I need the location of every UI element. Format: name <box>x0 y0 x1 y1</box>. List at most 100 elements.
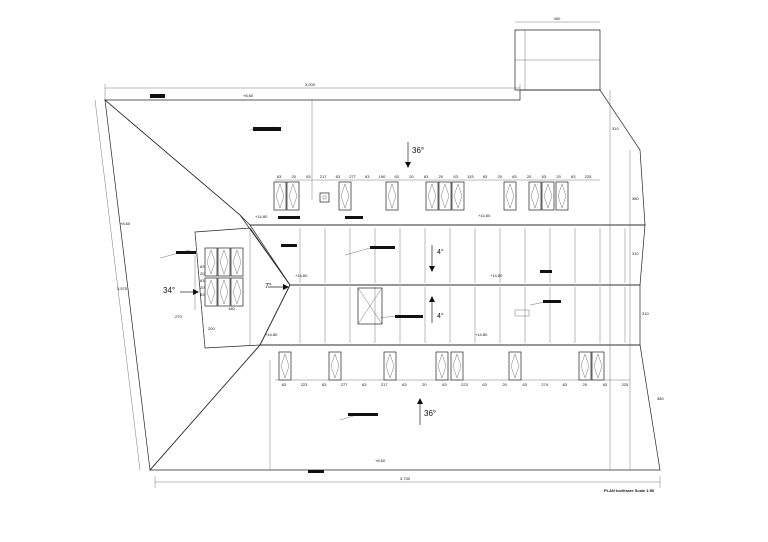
dim-label: 63 <box>200 292 205 297</box>
dim-label: 63 <box>365 174 370 179</box>
skylight <box>578 351 592 381</box>
skylight <box>217 247 231 277</box>
skylight <box>438 181 452 211</box>
dim-label: 277 <box>341 382 348 387</box>
skylight <box>383 351 397 381</box>
dim-label: 277 <box>349 174 356 179</box>
dim-chimney: 400 <box>554 16 561 21</box>
level-flat-right-low: +14.80 <box>475 332 488 337</box>
skylight <box>451 181 465 211</box>
skylight <box>204 277 218 307</box>
dim-label: 63 <box>362 382 367 387</box>
dim-label: 63 <box>282 382 287 387</box>
level-bottom-eave: +8.60 <box>375 458 386 463</box>
dim-left-side: 3,575 <box>117 286 128 291</box>
skylight <box>508 351 522 381</box>
left-diag-dims: 270 160 200 <box>175 306 235 331</box>
dim-label: 63 <box>563 382 568 387</box>
skylight <box>385 181 399 211</box>
overall-dims: 3,200 3,730 400 3,575 310 380 310 310 38… <box>117 16 664 481</box>
dim-label: 63 <box>522 382 527 387</box>
dim-label: 20 <box>583 382 588 387</box>
dim-label: 63 <box>483 174 488 179</box>
flue-icon <box>319 192 330 203</box>
dim-label: 225 <box>622 382 629 387</box>
skylight <box>435 351 449 381</box>
dim-label: 20 <box>439 174 444 179</box>
flat-roof-boards <box>299 228 626 343</box>
slope-arrows <box>180 142 435 425</box>
dim-label: 20 <box>527 174 532 179</box>
dim-right-3: 310 <box>642 311 649 316</box>
dim-left-diag-1: 160 <box>228 306 235 311</box>
dim-left-diag-0: 270 <box>175 314 182 319</box>
dim-label: 63 <box>442 382 447 387</box>
level-labels: +8.60 +8.60 +8.60 +14.80 +14.60 +14.80 +… <box>120 93 503 463</box>
callout-tags <box>150 94 561 473</box>
dim-label: 133 <box>467 174 474 179</box>
dim-label: 63 <box>603 382 608 387</box>
dim-label: 20 <box>200 285 205 290</box>
dim-label: 20 <box>497 174 502 179</box>
dim-label: 223 <box>461 382 468 387</box>
dim-label: 63 <box>571 174 576 179</box>
skylight-windows <box>204 181 605 381</box>
dim-label: 63 <box>394 174 399 179</box>
dim-label: 63 <box>512 174 517 179</box>
pitch-label-flat-upper: 4° <box>437 248 444 256</box>
dim-label: 20 <box>291 174 296 179</box>
dim-label: 63 <box>453 174 458 179</box>
dim-label: 63 <box>200 278 205 283</box>
dim-label: 63 <box>200 264 205 269</box>
skylight <box>278 351 292 381</box>
dim-right-4: 380 <box>657 396 664 401</box>
dim-label: 20 <box>556 174 561 179</box>
dim-label: 63 <box>336 174 341 179</box>
skylight <box>425 181 439 211</box>
level-flat-right: +14.80 <box>490 273 503 278</box>
dim-label: 190 <box>379 174 386 179</box>
dim-label: 20 <box>422 382 427 387</box>
dim-label: 20 <box>502 382 507 387</box>
title-block: PLAN tovillsare Scale 1:50 <box>604 488 655 493</box>
skylight <box>503 181 517 211</box>
roof-hatch <box>357 287 383 325</box>
dim-label: 63 <box>482 382 487 387</box>
lower-roof-slope <box>149 344 661 471</box>
level-top-eave: +8.60 <box>243 93 254 98</box>
dim-label: 63 <box>542 174 547 179</box>
dim-label: 63 <box>277 174 282 179</box>
pitch-label-upper: 36° <box>412 146 424 155</box>
dim-label: 20 <box>409 174 414 179</box>
dim-right-2: 310 <box>632 251 639 256</box>
flat-roof-upper <box>249 224 646 286</box>
pitch-label-dormer: 7° <box>265 282 272 290</box>
top-window-dims: 63 20 63 217 63 277 63 190 63 20 63 20 63 133 63 20 63 20… <box>277 174 592 179</box>
dimension-lines <box>94 21 661 488</box>
skylight <box>450 351 464 381</box>
pitch-label-lower: 36° <box>424 409 436 418</box>
dim-label: 63 <box>322 382 327 387</box>
skylight <box>338 181 352 211</box>
pitch-label-left: 34° <box>163 286 175 295</box>
dim-left-diag-2: 200 <box>208 326 215 331</box>
dim-label: 63 <box>402 382 407 387</box>
upper-roof-slope <box>104 89 646 226</box>
level-ridge-mid: +14.60 <box>295 273 308 278</box>
dim-label: 223 <box>301 382 308 387</box>
dim-label: 217 <box>381 382 388 387</box>
skylight <box>273 181 287 211</box>
chimney-block <box>514 29 601 91</box>
dim-label: 274 <box>541 382 548 387</box>
dim-label: 225 <box>585 174 592 179</box>
skylight <box>555 181 569 211</box>
dim-top-overall: 3,200 <box>305 82 316 87</box>
skylight <box>204 247 218 277</box>
level-gutter-low: +14.60 <box>478 213 491 218</box>
left-hip-slope <box>104 99 291 471</box>
dim-bottom-overall: 3,730 <box>400 476 411 481</box>
bottom-window-dims: 63 223 63 277 63 217 63 20 63 223 63 20 63 274 63 20 63 2… <box>282 382 629 387</box>
skylight <box>230 247 244 277</box>
dim-label: 217 <box>320 174 327 179</box>
